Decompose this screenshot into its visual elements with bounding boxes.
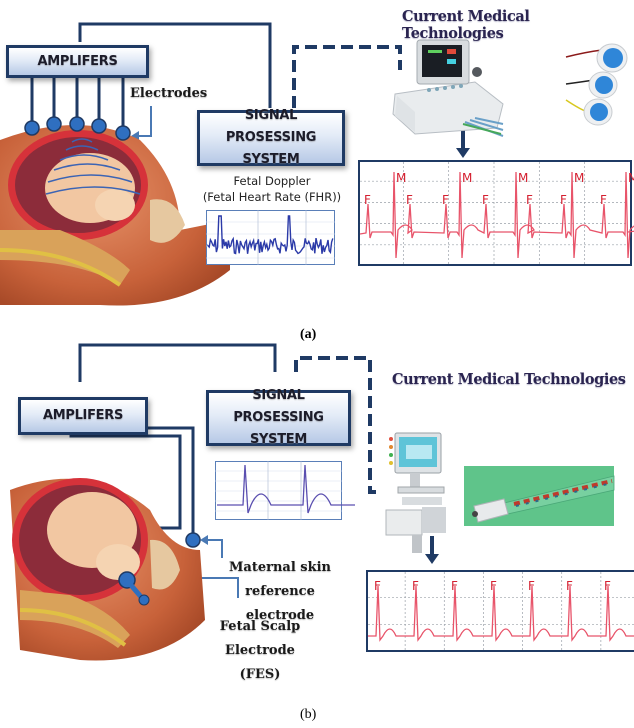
fetal-peak-label: F <box>528 579 535 593</box>
electrodes-pointer-arrow <box>137 106 152 137</box>
signal-to-device-dashed-line <box>292 45 402 108</box>
electrode-dot <box>46 116 62 132</box>
fetal-peak-label: F <box>604 579 611 593</box>
maternal-reference-electrode-dot <box>185 532 201 548</box>
caption-a-text: (a) <box>300 327 317 342</box>
fetal-scalp-electrode-label: Fetal Scalp Electrode (FES) <box>205 615 315 687</box>
maternal-peak-label: M <box>396 171 406 185</box>
doppler-signal-line <box>207 215 334 255</box>
maternal-label-line2: electrode <box>245 608 315 623</box>
fetal-peak-label: F <box>451 579 458 593</box>
fetal-peak-label: F <box>490 579 497 593</box>
fetal-peak-label: F <box>442 193 449 207</box>
amp-to-signal-line <box>78 343 277 382</box>
maternal-peak-label: M <box>518 171 528 185</box>
down-arrow-icon <box>425 554 439 564</box>
down-arrow-icon <box>456 148 470 158</box>
amplifiers-label: AMPLIFERS <box>37 53 118 69</box>
fetal-peak-label: F <box>364 193 371 207</box>
amplifiers-box: AMPLIFERS <box>18 397 148 435</box>
fetal-peak-label: F <box>566 579 573 593</box>
fetal-peak-label: F <box>406 193 413 207</box>
fes-label-line1: Fetal Scalp <box>219 619 301 634</box>
electrodes-label: Electrodes <box>130 86 208 101</box>
maternal-peak-label: M <box>574 171 584 185</box>
processed-ecg-chart <box>215 461 355 520</box>
amplifiers-label: AMPLIFERS <box>42 408 124 423</box>
signal-processing-box: SIGNAL PROSESSING SYSTEM <box>206 388 351 447</box>
signal-processing-box: SIGNAL PROSESSING SYSTEM <box>197 108 345 167</box>
caption-b: (b) <box>300 707 316 723</box>
maternal-peak-label: M <box>628 171 634 185</box>
doppler-label-line2: (Fetal Heart Rate (FHR)) <box>202 190 342 204</box>
fes-label-line2: Electrode (FES) <box>225 643 295 682</box>
signal-box-line1: SIGNAL PROSESSING <box>233 388 324 425</box>
fetal-monitor-device-image <box>392 39 504 137</box>
electrode-dot <box>91 118 107 134</box>
maternal-electrode-pointer-arrow <box>206 539 223 558</box>
caption-b-text: (b) <box>300 707 317 722</box>
amplifiers-box: AMPLIFERS <box>6 45 149 78</box>
maternal-skin-reference-electrode-label: Maternal skin reference electrode <box>200 556 360 628</box>
fes-pointer-arrow <box>195 577 239 598</box>
signal-to-device-dashed-line <box>294 356 378 494</box>
fetal-peak-label: F <box>560 193 567 207</box>
processed-ecg-line <box>217 464 355 514</box>
fes-and-maternal-electrodes <box>118 532 201 606</box>
doppler-label-line1: Fetal Doppler <box>233 174 311 188</box>
panel-a-connectors <box>30 22 470 158</box>
ecg-trace-line <box>368 585 634 642</box>
signal-box-line2: SYSTEM <box>249 432 308 447</box>
amp-to-signal-line <box>78 22 272 108</box>
doppler-trace-chart <box>206 210 335 265</box>
fetal-scalp-electrode-image <box>464 466 615 526</box>
maternal-peak-label: M <box>462 171 472 185</box>
fetal-peak-label: F <box>412 579 419 593</box>
tech-title-b: Current Medical Technologies <box>392 371 626 388</box>
signal-box-line2: SYSTEM <box>242 152 300 167</box>
fetal-doppler-label: Fetal Doppler (Fetal Heart Rate (FHR)) <box>200 173 344 205</box>
electrode-dot <box>24 120 40 136</box>
tech-title-a: Current Medical Technologies <box>402 8 530 42</box>
electrode-dot <box>69 116 85 132</box>
fetal-peak-label: F <box>526 193 533 207</box>
signal-box-line1: SIGNAL PROSESSING <box>225 108 317 145</box>
ecg-trace-line <box>359 171 634 259</box>
pregnant-abdomen-fes-illustration <box>10 478 205 661</box>
fetal-peak-label: F <box>482 193 489 207</box>
doppler-waves <box>45 138 141 195</box>
pregnant-abdomen-illustration <box>0 125 230 306</box>
caption-a: (a) <box>300 327 316 343</box>
abdominal-electrodes <box>24 116 131 141</box>
electrode-pads-image <box>565 43 628 126</box>
fetal-peak-label: F <box>374 579 381 593</box>
maternal-label-line1: Maternal skin reference <box>229 560 331 599</box>
fetal-peak-label: F <box>600 193 607 207</box>
electrode-dot <box>115 125 131 141</box>
cart-mounted-monitor-image <box>385 432 446 553</box>
